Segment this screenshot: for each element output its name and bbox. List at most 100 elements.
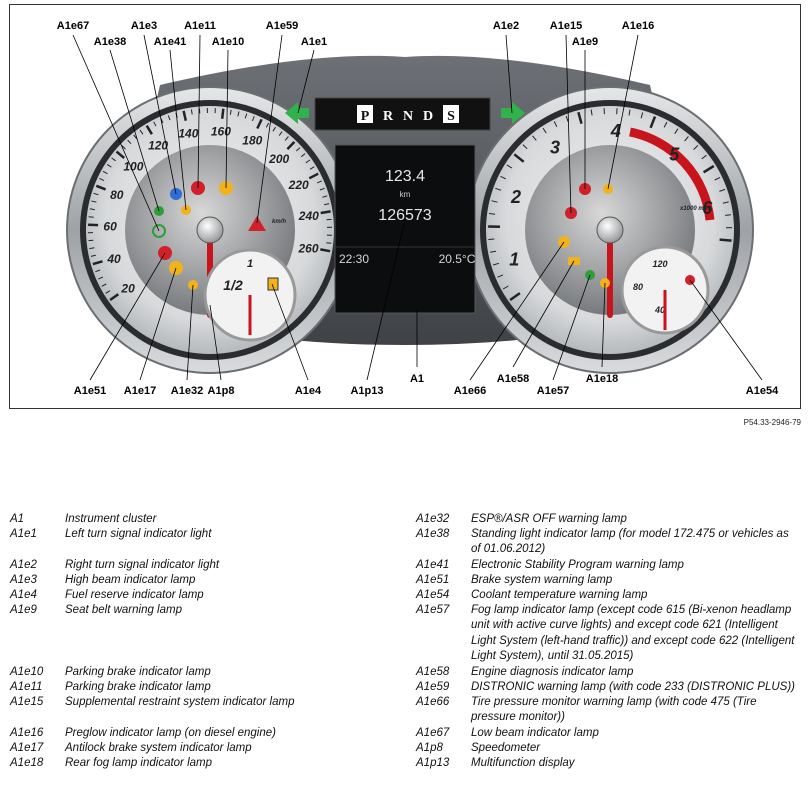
rpm-tick (532, 135, 537, 141)
legend-code: A1e2 (10, 559, 37, 571)
speed-tick (308, 172, 319, 180)
speed-tick (153, 121, 157, 127)
speed-scale-label: 20 (120, 281, 135, 295)
rpm-scale-label: 3 (550, 138, 560, 158)
legend-code: A1e18 (10, 757, 44, 769)
right-turn-signal-icon (501, 102, 525, 124)
callout-label-a1e51: A1e51 (74, 385, 106, 397)
callout-label-a1e2: A1e2 (493, 20, 519, 32)
speed-tick (109, 293, 120, 302)
rpm-scale-label: 2 (510, 187, 521, 207)
callout-label-a1e57: A1e57 (537, 385, 569, 397)
rpm-tick (488, 238, 495, 240)
rpm-tick (495, 187, 502, 191)
speed-tick (295, 147, 301, 152)
callout-label-a1: A1 (410, 373, 424, 385)
callout-label-a1e67: A1e67 (57, 20, 89, 32)
rpm-tick (491, 200, 498, 203)
callout-label-a1e11: A1e11 (184, 20, 216, 32)
legend-code: A1e3 (10, 574, 37, 586)
legend-description: High beam indicator lamp (65, 574, 196, 586)
speed-tick (102, 170, 108, 175)
rpm-tick (649, 116, 657, 129)
speed-tick (145, 125, 153, 135)
rpm-tick (542, 127, 547, 134)
speed-tick (98, 276, 104, 280)
legend-description: Parking brake indicator lamp (65, 681, 211, 693)
rpm-tick (509, 292, 521, 302)
legend-code: A1e15 (10, 696, 44, 708)
legend-description: Instrument cluster (65, 513, 157, 525)
speed-tick (237, 111, 240, 117)
gear-highlight-box (357, 105, 373, 123)
legend-code: A1 (10, 513, 25, 525)
legend-description: ESP®/ASR OFF warning lamp (471, 513, 627, 525)
fuel-reserve-lamp-icon (267, 277, 279, 291)
coolant-120-label: 120 (652, 259, 667, 269)
speed-tick (286, 141, 296, 150)
legend-code: A1e58 (416, 666, 450, 678)
speed-tick (105, 290, 111, 294)
speed-scale-label: 240 (298, 209, 319, 223)
callout-label-a1e3: A1e3 (131, 20, 157, 32)
rpm-tick (701, 154, 707, 160)
legend-description: Standing light indicator lamp (for model… (471, 528, 789, 556)
speed-scale-label: 180 (242, 133, 262, 147)
callout-label-a1e58: A1e58 (497, 373, 529, 385)
speed-tick (101, 283, 107, 287)
coolant-40-label: 40 (654, 305, 665, 315)
speed-tick (167, 115, 171, 121)
legend-description: Tire pressure monitor warning lamp (with… (471, 696, 757, 724)
rpm-tick (490, 250, 497, 253)
trip-distance: 123.4 (385, 168, 425, 185)
trip-unit: km (400, 190, 411, 199)
outside-temperature: 20.5°C (439, 252, 476, 266)
speed-scale-label: 200 (268, 152, 289, 166)
rpm-tick (702, 164, 715, 174)
rpm-scale-label: 4 (610, 121, 621, 141)
legend-code: A1e59 (416, 681, 450, 693)
gear-selector-panel (314, 97, 491, 131)
legend-code: A1e41 (416, 559, 450, 571)
legend-description: Parking brake indicator lamp (65, 666, 211, 678)
legend-description: Supplemental restraint system indicator … (65, 696, 295, 708)
speed-tick (265, 122, 270, 128)
callout-label-a1e9: A1e9 (572, 36, 598, 48)
gear-letter: N (403, 109, 413, 124)
needle-hub (196, 216, 224, 244)
speed-tick (95, 184, 107, 191)
callout-leader-lines (72, 34, 763, 381)
multifunction-display (334, 144, 476, 314)
speed-scale-label: 160 (211, 125, 231, 139)
rpm-tick (693, 145, 699, 150)
speed-tick (244, 113, 248, 119)
speed-unit-label: km/h (272, 219, 286, 225)
rpm-tick (590, 109, 593, 116)
legend-code: A1e17 (10, 742, 44, 754)
speed-scale-label: 100 (123, 160, 143, 174)
speed-tick (95, 269, 101, 273)
rpm-scale-label: 5 (669, 144, 680, 164)
speed-tick (121, 145, 126, 150)
legend-code: A1e10 (10, 666, 44, 678)
legend-row: A1 Instrument cluster (10, 512, 400, 527)
speed-tick (322, 195, 328, 198)
speed-tick (229, 109, 232, 115)
legend-description: Left turn signal indicator light (65, 528, 212, 540)
callout-label-a1e15: A1e15 (550, 20, 582, 32)
left-turn-signal-icon (285, 102, 309, 124)
legend-code: A1e51 (416, 574, 450, 586)
distronic-warning-icon (248, 216, 266, 231)
legend-description: Engine diagnosis indicator lamp (471, 666, 634, 678)
callout-label-a1e16: A1e16 (622, 20, 654, 32)
legend-row: A1e10 Parking brake indicator lamp (10, 665, 400, 680)
